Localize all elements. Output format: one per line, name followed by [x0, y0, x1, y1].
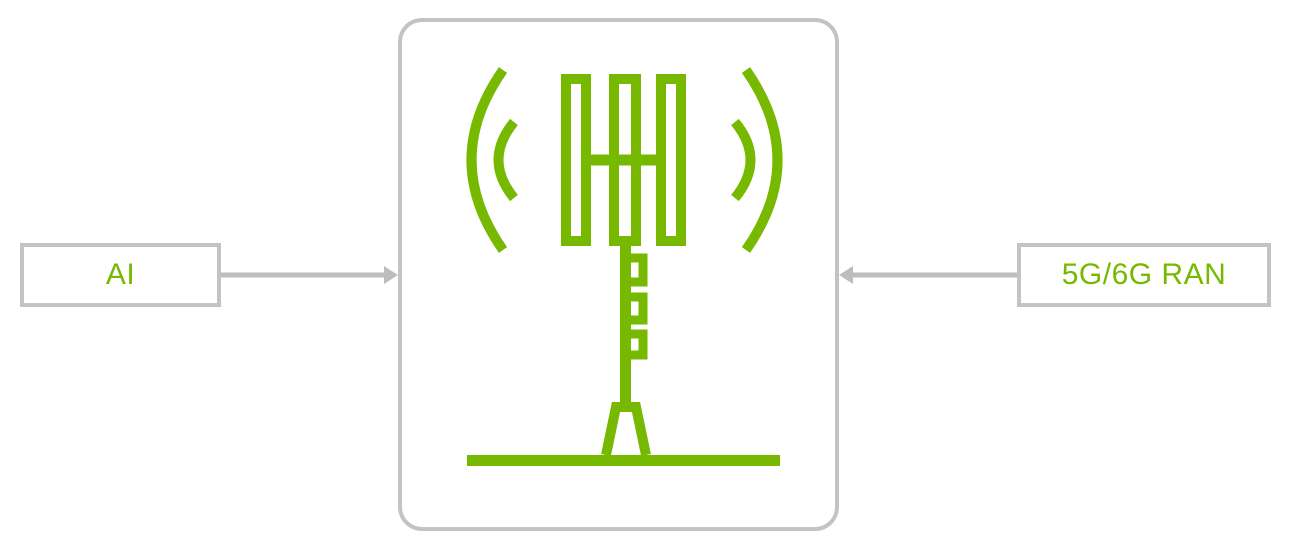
arrow-ran-to-tower — [839, 266, 1017, 284]
ran-input-box: 5G/6G RAN — [1017, 243, 1271, 307]
signal-wave-icon — [493, 118, 518, 202]
signal-wave-icon — [731, 118, 756, 202]
antenna-panel-icon — [656, 74, 686, 246]
signal-wave-icon — [466, 67, 508, 253]
signal-wave-icon — [741, 67, 783, 253]
ai-label: AI — [105, 258, 136, 291]
arrow-ai-to-tower — [221, 266, 398, 284]
antenna-panel-icon — [561, 74, 591, 246]
ran-label: 5G/6G RAN — [1061, 258, 1227, 291]
cell-tower-icon — [466, 67, 783, 466]
ai-input-box: AI — [20, 243, 221, 307]
